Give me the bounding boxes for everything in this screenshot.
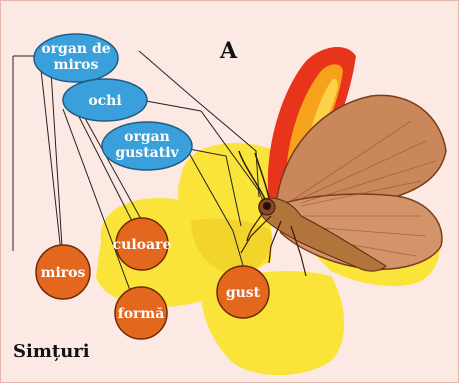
sense-taste-node: gust: [217, 266, 269, 318]
panel-label: A: [219, 38, 238, 64]
sense-color-label: culoare: [113, 237, 172, 253]
organ-smell-node: organ de miros: [34, 34, 118, 82]
sense-taste-label: gust: [226, 285, 261, 301]
organ-smell-label-line1: organ de: [41, 41, 110, 57]
sense-shape-label: formă: [118, 306, 165, 322]
sense-smell-node: miros: [36, 245, 90, 299]
organ-taste-label-line2: gustativ: [115, 145, 179, 161]
organ-taste-node: organ gustativ: [102, 122, 192, 170]
organ-eyes-label: ochi: [88, 93, 121, 109]
organ-smell-label-line2: miros: [54, 57, 99, 73]
organ-eyes-node: ochi: [63, 79, 147, 121]
sense-shape-node: formă: [115, 287, 167, 339]
organ-taste-label-line1: organ: [124, 129, 170, 145]
caption-simturi: Simțuri: [13, 341, 90, 362]
sense-smell-label: miros: [41, 265, 86, 281]
